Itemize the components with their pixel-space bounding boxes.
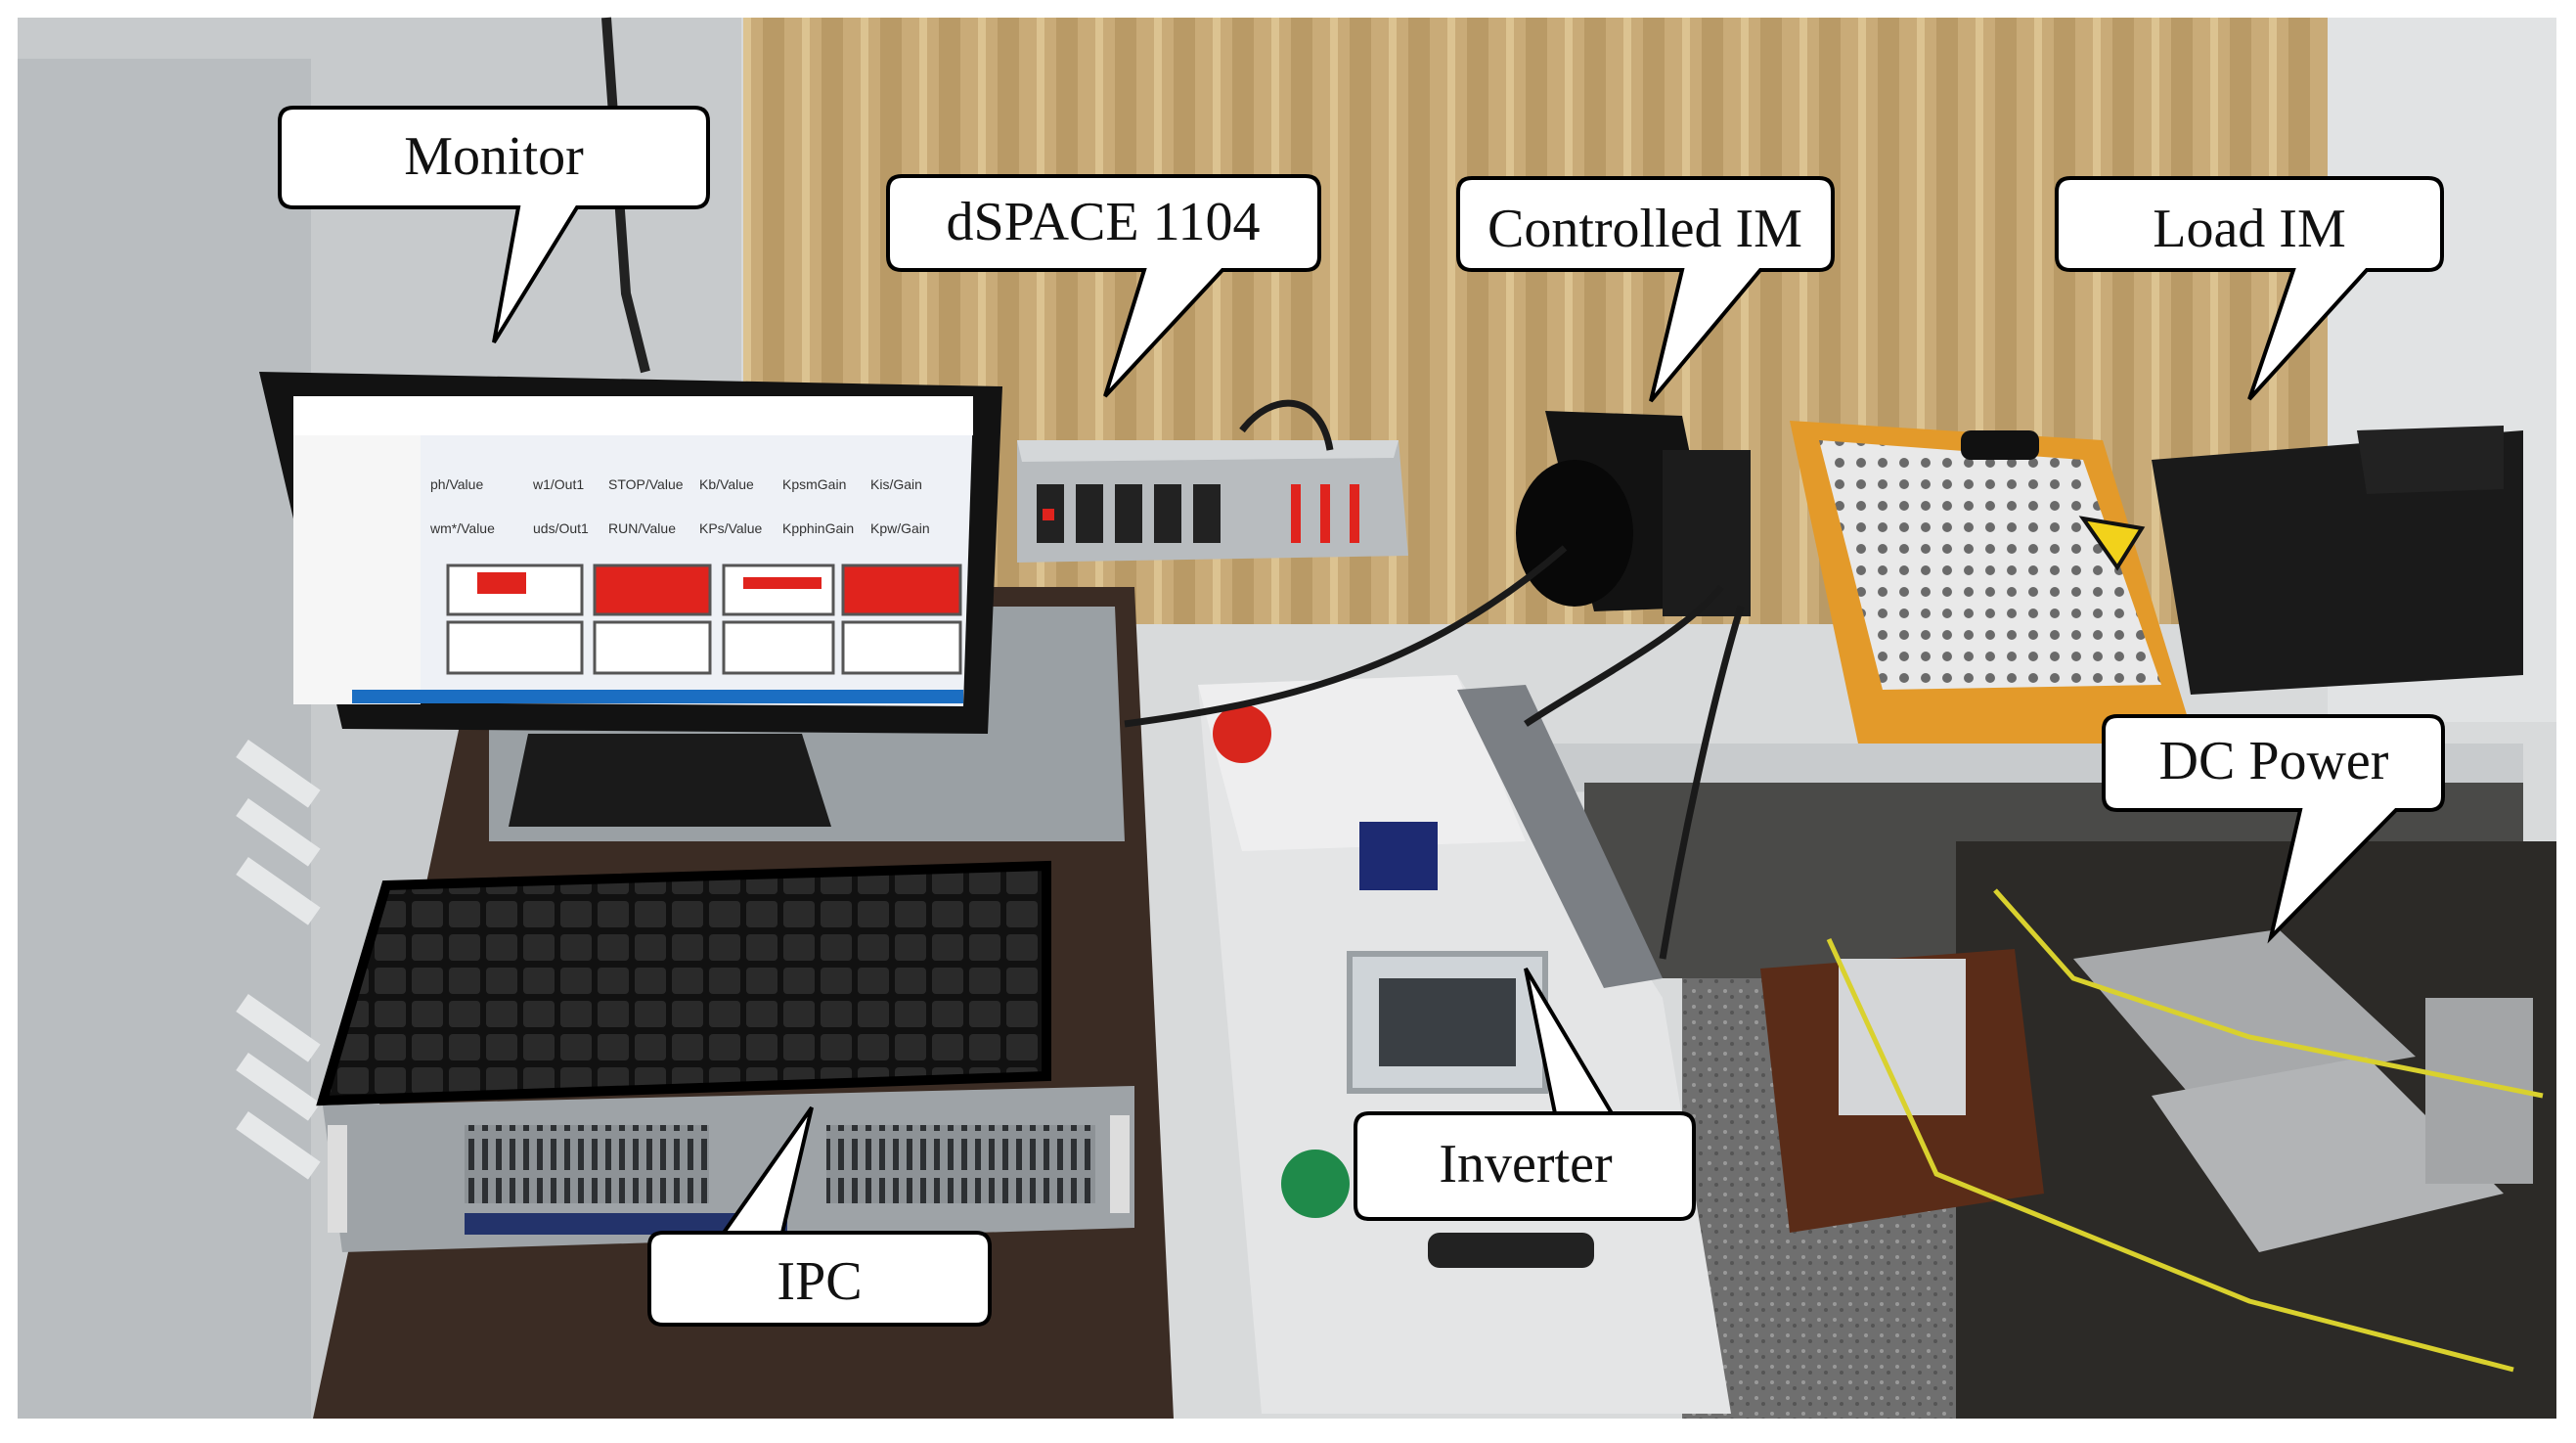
emergency-stop-button [1213,704,1271,763]
screen-field: Kis/Gain [870,476,922,492]
callout-controlled-im: Controlled IM [1456,176,1835,403]
screen-field: KpsmGain [782,476,846,492]
ipc-device [323,1086,1134,1252]
controlled-im-device [1516,411,1751,616]
screen-field: Kb/Value [699,476,754,492]
callout-inverter: Inverter [1354,967,1696,1221]
monitor-scope-panels [446,564,962,675]
callout-ipc: IPC [647,1105,992,1327]
screen-field: KPs/Value [699,520,763,536]
label-load-im: Load IM [2153,199,2346,259]
label-ipc: IPC [777,1251,862,1312]
cables [1124,399,1745,960]
coupling-housing [1790,421,2196,744]
dspace-1104-device [1017,440,1408,563]
callout-load-im: Load IM [2055,176,2444,401]
callout-monitor: Monitor [278,106,710,344]
inverter-device [1198,675,1731,1414]
screen-field: Kpw/Gain [870,520,930,536]
callout-dc-power: DC Power [2102,714,2445,944]
callout-dspace: dSPACE 1104 [886,174,1321,398]
screen-field: uds/Out1 [533,520,589,536]
monitor-device: ph/Value w1/Out1 STOP/Value Kb/Value Kps… [259,372,1002,827]
circuit-breaker [1760,949,2044,1233]
label-dspace: dSPACE 1104 [946,192,1260,252]
dc-power-batteries [1826,888,2544,1373]
screen-field: RUN/Value [608,520,676,536]
screen-field: wm*/Value [429,520,495,536]
label-monitor: Monitor [404,126,584,187]
label-inverter: Inverter [1439,1134,1613,1195]
start-button [1281,1150,1350,1218]
screen-field: ph/Value [430,476,483,492]
screen-field: w1/Out1 [532,476,584,492]
label-controlled-im: Controlled IM [1488,199,1802,259]
keyboard-device [316,860,1051,1106]
load-im-device [2152,426,2523,695]
label-dc-power: DC Power [2159,731,2389,791]
screen-field: KpphinGain [782,520,854,536]
screen-field: STOP/Value [608,476,684,492]
monitor-screen-fields: ph/Value w1/Out1 STOP/Value Kb/Value Kps… [429,476,930,536]
